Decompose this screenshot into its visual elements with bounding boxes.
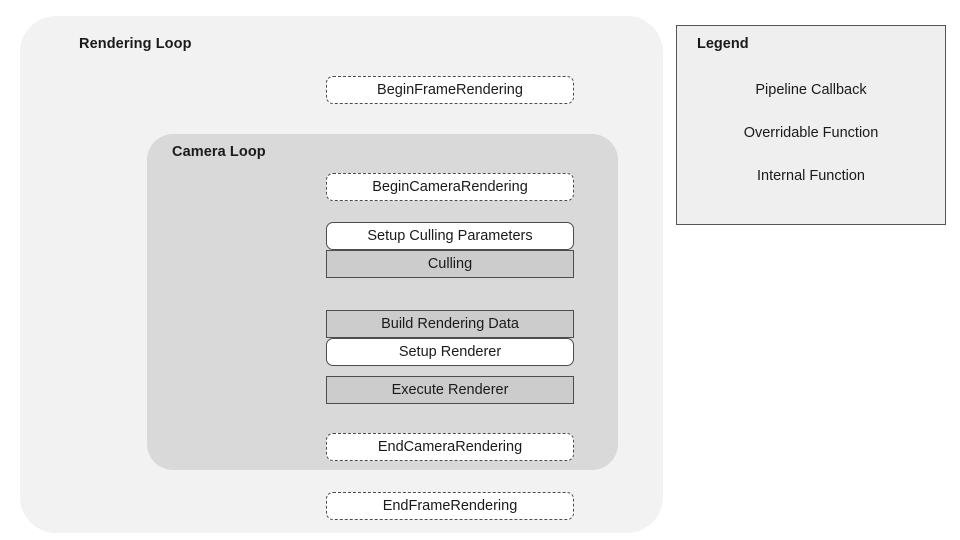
legend-title: Legend [697, 36, 749, 52]
node-setup-culling-parameters[interactable]: Setup Culling Parameters [326, 222, 574, 250]
legend-item-overridable-function: Overridable Function [743, 125, 879, 141]
node-end-frame-rendering[interactable]: EndFrameRendering [326, 492, 574, 520]
camera-loop-title: Camera Loop [172, 144, 266, 160]
node-end-camera-rendering[interactable]: EndCameraRendering [326, 433, 574, 461]
node-culling[interactable]: Culling [326, 250, 574, 278]
legend-panel [676, 25, 946, 225]
legend-item-internal-function: Internal Function [756, 168, 865, 184]
node-begin-frame-rendering[interactable]: BeginFrameRendering [326, 76, 574, 104]
rendering-loop-title: Rendering Loop [79, 36, 192, 52]
node-setup-renderer[interactable]: Setup Renderer [326, 338, 574, 366]
legend-item-pipeline-callback: Pipeline Callback [755, 82, 867, 98]
node-execute-renderer[interactable]: Execute Renderer [326, 376, 574, 404]
node-begin-camera-rendering[interactable]: BeginCameraRendering [326, 173, 574, 201]
node-build-rendering-data[interactable]: Build Rendering Data [326, 310, 574, 338]
